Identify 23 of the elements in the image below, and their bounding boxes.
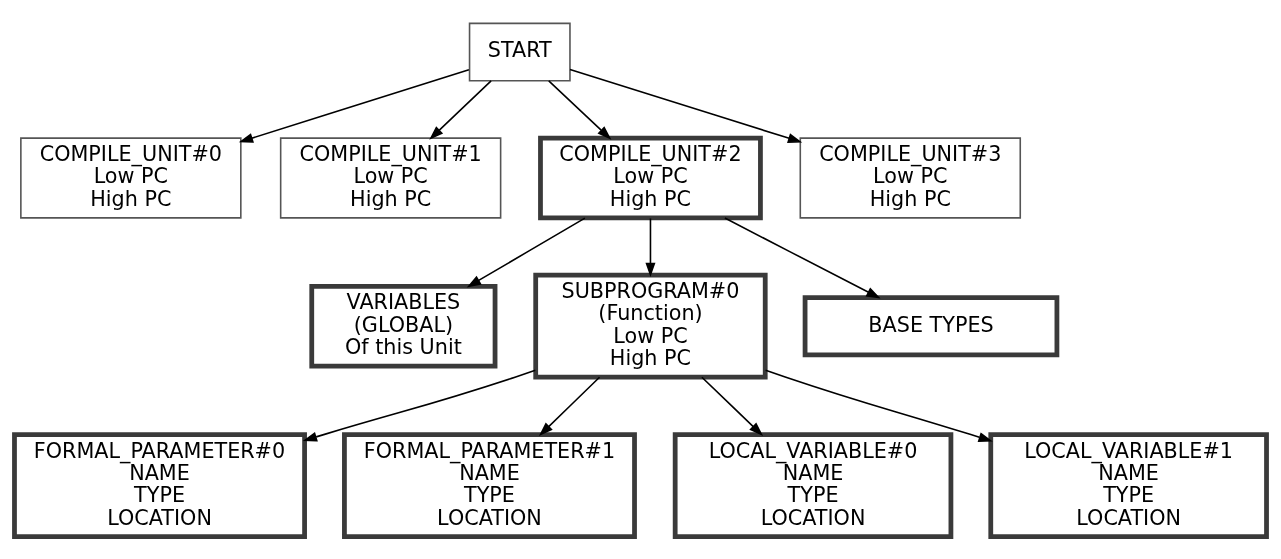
arrow — [645, 217, 656, 277]
node-box: FORMAL_PARAMETER#1 NAME TYPE LOCATION — [342, 431, 637, 539]
node-box: START — [468, 22, 571, 82]
arrow — [429, 79, 492, 140]
arrow — [547, 79, 612, 140]
arrow — [569, 68, 803, 143]
node-box: LOCAL_VARIABLE#1 NAME TYPE LOCATION — [988, 431, 1269, 539]
arrow — [701, 375, 764, 436]
node-box: BASE TYPES — [802, 294, 1060, 357]
arrow — [724, 216, 881, 299]
arrow — [238, 68, 470, 143]
node-box: COMPILE_UNIT#3 Low PC High PC — [799, 136, 1022, 219]
node-box: FORMAL_PARAMETER#0 NAME TYPE LOCATION — [12, 431, 307, 539]
node-box: COMPILE_UNIT#2 Low PC High PC — [538, 135, 763, 220]
arrow — [538, 375, 601, 436]
arrow — [466, 216, 586, 287]
node-box: VARIABLES (GLOBAL) Of this Unit — [309, 283, 498, 368]
node-box: COMPILE_UNIT#0 Low PC High PC — [20, 136, 242, 219]
arrow — [764, 368, 993, 442]
node-box: SUBPROGRAM#0 (Function) Low PC High PC — [533, 272, 768, 380]
node-box: COMPILE_UNIT#1 Low PC High PC — [279, 136, 502, 219]
node-box: LOCAL_VARIABLE#0 NAME TYPE LOCATION — [672, 431, 954, 539]
arrow — [302, 369, 537, 442]
